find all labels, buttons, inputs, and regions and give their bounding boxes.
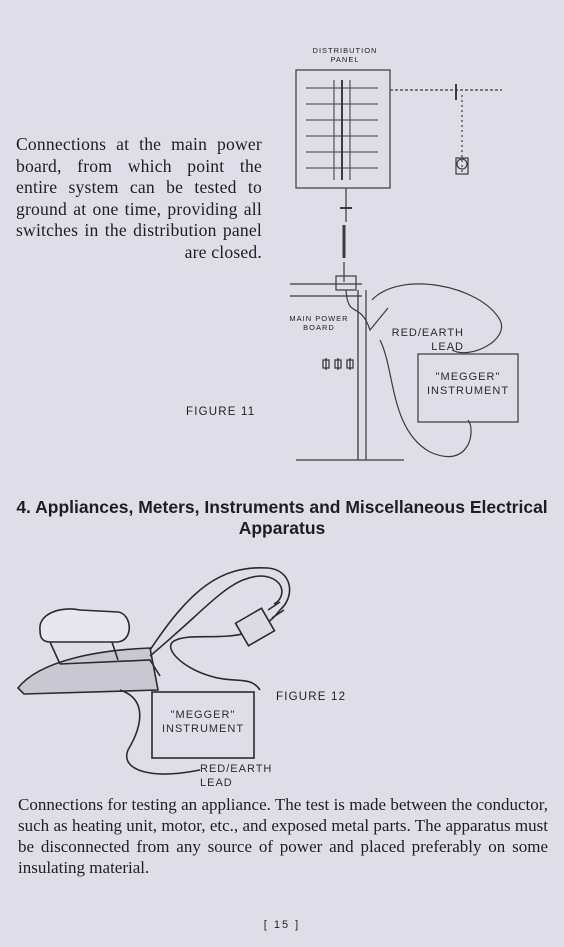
page-number: [ 15 ] <box>263 919 301 931</box>
megger-box-fig12 <box>151 691 255 759</box>
figure-12-label: FIGURE 12 <box>276 691 347 703</box>
red-earth-lead-label-fig12: RED/EARTH LEAD <box>200 763 273 789</box>
megger-instrument-label-fig12: "MEGGER" INSTRUMENT <box>161 709 245 735</box>
section-heading: 4. Appliances, Meters, Instruments and M… <box>16 497 548 538</box>
main-power-board-label: MAIN POWER BOARD <box>289 314 349 332</box>
distribution-panel-box <box>295 69 391 189</box>
intro-paragraph: Connections at the main power board, fro… <box>16 134 262 262</box>
figure-11-label: FIGURE 11 <box>186 406 256 418</box>
figure-12-drawing <box>16 567 291 775</box>
megger-instrument-label-fig11: "MEGGER" INSTRUMENT <box>426 371 510 397</box>
red-earth-lead-label-fig11: RED/EARTH LEAD <box>391 327 464 353</box>
figure-12-caption: Connections for testing an appliance. Th… <box>18 795 548 877</box>
distribution-panel-label: DISTRIBUTION PANEL <box>312 46 378 64</box>
megger-box-fig11 <box>417 353 519 423</box>
